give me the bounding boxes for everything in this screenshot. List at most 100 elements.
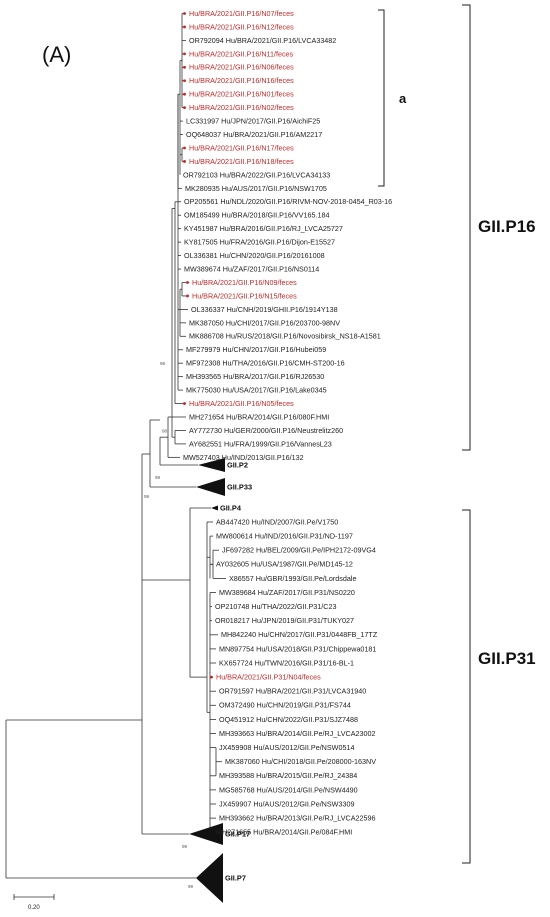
highlight-dot — [210, 675, 213, 679]
clade-gii-p4-label: GII.P4 — [220, 504, 242, 513]
tip-label: LC331997 Hu/JPN/2017/GII.P16/AichiF25 — [186, 117, 320, 126]
bootstrap-label: 99 — [144, 494, 150, 499]
collapsed-clades — [189, 458, 225, 903]
tip-label: Hu/BRA/2021/GII.P16/N09/feces — [192, 278, 297, 287]
tip-label: MW527403 Hu/IND/2013/GII.P16/132 — [183, 453, 304, 462]
bootstrap-values: 98 98 98 99 99 99 — [144, 361, 194, 889]
group-label-gii-p31: GII.P31 — [478, 649, 536, 668]
tip-label: Hu/BRA/2021/GII.P16/N17/feces — [189, 143, 294, 152]
highlight-dot — [183, 12, 186, 15]
tip-label: MH842240 Hu/CHN/2017/GII.P31/0448FB_17TZ — [221, 630, 378, 639]
tip-label: JX459907 Hu/AUS/2012/GII.Pe/NSW3309 — [219, 799, 354, 808]
tip-label: OR791597 Hu/BRA/2021/GII.P31/LVCA31940 — [219, 687, 366, 696]
tip-label: KX657724 Hu/TWN/2016/GII.P31/16-BL-1 — [219, 658, 354, 667]
tip-label: MK775030 Hu/USA/2017/GII.P16/Lake0345 — [186, 386, 327, 395]
clade-gii-p4-triangle — [211, 505, 218, 511]
tip-label: AY682551 Hu/FRA/1999/GII.P16/VannesL23 — [189, 439, 332, 448]
highlight-dot — [183, 92, 186, 96]
tip-label: MW389674 Hu/ZAF/2017/GII.P16/NS0114 — [184, 264, 319, 273]
highlight-dot — [183, 106, 186, 110]
tip-label: OM372490 Hu/CHN/2019/GII.P31/FS744 — [219, 701, 351, 710]
tip-label: AY032605 Hu/USA/1987/GII.Pe/MD145-12 — [216, 560, 353, 569]
highlight-dot — [183, 402, 186, 405]
tip-label: JX459908 Hu/AUS/2012/GII.Pe/NSW0514 — [219, 743, 354, 752]
bootstrap-label: 99 — [188, 884, 194, 889]
tip-label: Hu/BRA/2021/GII.P16/N01/feces — [189, 90, 294, 99]
highlight-dot — [186, 294, 189, 298]
tip-label: Hu/BRA/2021/GII.P31/N04/feces — [216, 673, 321, 682]
highlight-dot — [183, 160, 186, 163]
tip-label: MK387060 Hu/CHI/2018/GII.Pe/208000-163NV — [225, 757, 376, 766]
clade-gii-p17-label: GII.P17 — [225, 830, 250, 839]
tip-label: MF972308 Hu/THA/2016/GII.P16/CMH-ST200-1… — [186, 359, 345, 368]
highlight-dot — [186, 281, 189, 284]
tip-labels: Hu/BRA/2021/GII.P16/N07/fecesHu/BRA/2021… — [183, 9, 392, 883]
highlight-dot — [183, 65, 186, 69]
bracket-gii-p16 — [462, 4, 471, 451]
panel-label: (A) — [42, 42, 71, 67]
tip-label: MH393663 Hu/BRA/2014/GII.Pe/RJ_LVCA23002 — [219, 729, 376, 738]
clade-gii-p33-triangle — [196, 478, 225, 496]
tip-label: OR018217 Hu/JPN/2019/GII.P31/TUKY027 — [215, 616, 354, 625]
tip-label: Hu/BRA/2021/GII.P16/N06/feces — [189, 63, 294, 72]
tip-label: OR792094 Hu/BRA/2021/GII.P16/LVCA33482 — [189, 36, 336, 45]
tip-label: MN897754 Hu/USA/2018/GII.P31/Chippewa018… — [219, 644, 376, 653]
tip-label: OM185499 Hu/BRA/2018/GII.P16/VV165.184 — [184, 211, 329, 220]
tip-label: Hu/BRA/2021/GII.P16/N11/feces — [189, 49, 294, 58]
tip-label: Hu/BRA/2021/GII.P16/N05/feces — [189, 399, 294, 408]
tip-label: Hu/BRA/2021/GII.P16/N18/feces — [189, 157, 294, 166]
tip-label: Hu/BRA/2021/GII.P16/N16/feces — [189, 76, 294, 85]
tip-label: Hu/BRA/2021/GII.P16/N02/feces — [189, 103, 294, 112]
bootstrap-label: 98 — [160, 361, 166, 366]
tree-branches — [5, 13, 226, 879]
tip-label: KY817505 Hu/FRA/2016/GII.P16/Dijon-E1552… — [184, 238, 335, 247]
clade-gii-p7-triangle — [196, 853, 223, 903]
highlight-dot — [183, 79, 186, 83]
clade-gii-p17-triangle — [189, 823, 223, 845]
tip-label: OL336337 Hu/CNH/2019/GHII.P16/1914Y138 — [191, 305, 338, 314]
tip-label: MH271655 Hu/BRA/2014/GII.Pe/084F.HMI — [216, 828, 352, 837]
highlight-dot — [183, 146, 186, 150]
tip-label: OR792103 Hu/BRA/2022/GII.P16/LVCA34133 — [183, 170, 330, 179]
group-brackets — [378, 4, 471, 864]
tip-label: Hu/BRA/2021/GII.P16/N12/feces — [189, 22, 294, 31]
clade-gii-p2-triangle — [198, 458, 225, 472]
clade-gii-p2-label: GII.P2 — [227, 461, 248, 470]
tip-label: MH271654 Hu/BRA/2014/GII.P16/080F.HMI — [189, 412, 329, 421]
tip-label: MH393662 Hu/BRA/2013/GII.Pe/RJ_LVCA22596 — [219, 814, 376, 823]
tip-label: Hu/BRA/2021/GII.P16/N15/feces — [192, 291, 297, 300]
tip-label: OL336381 Hu/CHN/2020/GII.P16/20161008 — [184, 251, 325, 260]
tip-label: MH393565 Hu/BRA/2017/GII.P16/RJ26530 — [186, 372, 324, 381]
tip-label: OP210748 Hu/THA/2022/GII.P31/C23 — [215, 602, 336, 611]
highlight-dot — [183, 52, 186, 56]
clade-gii-p33-label: GII.P33 — [227, 483, 252, 492]
tip-label: JF697282 Hu/BEL/2009/GII.Pe/IPH2172-09VG… — [222, 546, 376, 555]
tip-label: X86557 Hu/GBR/1993/GII.Pe/Lordsdale — [229, 574, 356, 583]
scale-bar-label: 0.20 — [28, 905, 40, 911]
tip-label: MG585768 Hu/AUS/2014/GII.Pe/NSW4490 — [219, 785, 358, 794]
tip-label: MW389684 Hu/ZAF/2017/GII.P31/NS0220 — [219, 588, 355, 597]
bracket-subclade-a — [378, 9, 385, 187]
highlight-dot — [183, 25, 186, 29]
bootstrap-label: 98 — [155, 475, 161, 480]
tip-label: AB447420 Hu/IND/2007/GII.Pe/V1750 — [216, 517, 338, 526]
tip-label: MK280935 Hu/AUS/2017/GII.P16/NSW1705 — [185, 184, 327, 193]
group-label-gii-p16: GII.P16 — [478, 217, 536, 236]
bracket-gii-p31 — [462, 509, 471, 864]
bootstrap-label: 98 — [162, 428, 168, 433]
tip-label: MF279979 Hu/CHN/2017/GII.P16/Hubei059 — [186, 345, 326, 354]
tip-label: MW800614 Hu/IND/2016/GII.P31/ND-1197 — [216, 532, 353, 541]
tip-label: MK886708 Hu/RUS/2018/GII.P16/Novosibirsk… — [189, 332, 381, 341]
tip-label: MK387050 Hu/CHI/2017/GII.P16/203700-98NV — [189, 318, 340, 327]
tip-label: Hu/BRA/2021/GII.P16/N07/feces — [189, 9, 294, 18]
tip-label: OQ648037 Hu/BRA/2021/GII.P16/AM2217 — [186, 130, 322, 139]
subclade-label: a — [399, 91, 407, 106]
tip-label: OP205561 Hu/NDL/2020/GII.P16/RIVM-NOV-20… — [184, 197, 392, 206]
tip-label: AY772730 Hu/GER/2000/GII.P16/Neustrelitz… — [189, 426, 343, 435]
bootstrap-label: 99 — [182, 844, 188, 849]
tip-label: KY451987 Hu/BRA/2016/GII.P16/RJ_LVCA2572… — [184, 224, 343, 233]
tip-label: MH393588 Hu/BRA/2015/GII.Pe/RJ_24384 — [219, 771, 357, 780]
tip-label: OQ451912 Hu/CHN/2022/GII.P31/SJZ7488 — [219, 715, 358, 724]
clade-gii-p7-label: GII.P7 — [225, 874, 246, 883]
